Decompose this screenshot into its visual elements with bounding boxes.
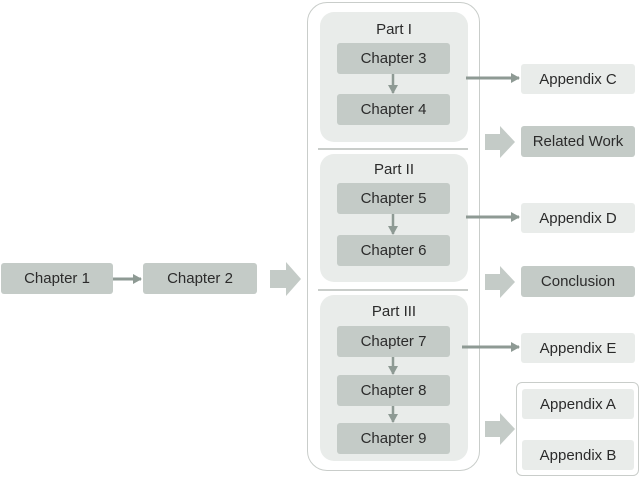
chapter-8-box: Chapter 8 [337, 375, 450, 406]
chapter-2-label: Chapter 2 [167, 270, 233, 287]
related-work-box: Related Work [521, 126, 635, 157]
chapter-6-label: Chapter 6 [360, 242, 427, 259]
related-work-label: Related Work [532, 133, 624, 150]
part-divider-1 [318, 148, 468, 150]
chapter-5-label: Chapter 5 [360, 190, 427, 207]
part-2-title: Part II [373, 161, 414, 178]
appendix-d-label: Appendix D [539, 209, 617, 227]
appendix-b-label: Appendix B [539, 446, 617, 464]
part-divider-2 [318, 289, 468, 291]
part-3-title: Part III [371, 303, 417, 320]
part-1-title: Part I [376, 21, 412, 38]
chapter-3-box: Chapter 3 [337, 43, 450, 74]
conclusion-label: Conclusion [540, 273, 616, 290]
chapter-7-box: Chapter 7 [337, 326, 450, 357]
chapter-7-label: Chapter 7 [360, 333, 427, 350]
chapter-4-box: Chapter 4 [337, 94, 450, 125]
chapter-4-label: Chapter 4 [360, 101, 427, 118]
appendix-a-box: Appendix A [522, 389, 634, 419]
chapter-3-label: Chapter 3 [360, 50, 427, 67]
appendix-a-label: Appendix A [540, 395, 616, 413]
block-arrow-to-related-work [485, 126, 515, 158]
block-arrow-to-appendix-ab [485, 413, 515, 445]
block-arrow-to-conclusion [485, 266, 515, 298]
chapter-1-box: Chapter 1 [1, 263, 113, 294]
appendix-e-box: Appendix E [521, 333, 635, 363]
appendix-d-box: Appendix D [521, 203, 635, 233]
appendix-c-label: Appendix C [539, 70, 617, 88]
appendix-e-label: Appendix E [539, 339, 617, 357]
chapter-1-label: Chapter 1 [24, 270, 90, 287]
appendix-b-box: Appendix B [522, 440, 634, 470]
appendix-c-box: Appendix C [521, 64, 635, 94]
chapter-9-box: Chapter 9 [337, 423, 450, 454]
chapter-6-box: Chapter 6 [337, 235, 450, 266]
chapter-8-label: Chapter 8 [360, 382, 427, 399]
conclusion-box: Conclusion [521, 266, 635, 297]
chapter-2-box: Chapter 2 [143, 263, 257, 294]
block-arrow-to-parts [270, 262, 301, 296]
chapter-5-box: Chapter 5 [337, 183, 450, 214]
chapter-9-label: Chapter 9 [360, 430, 427, 447]
